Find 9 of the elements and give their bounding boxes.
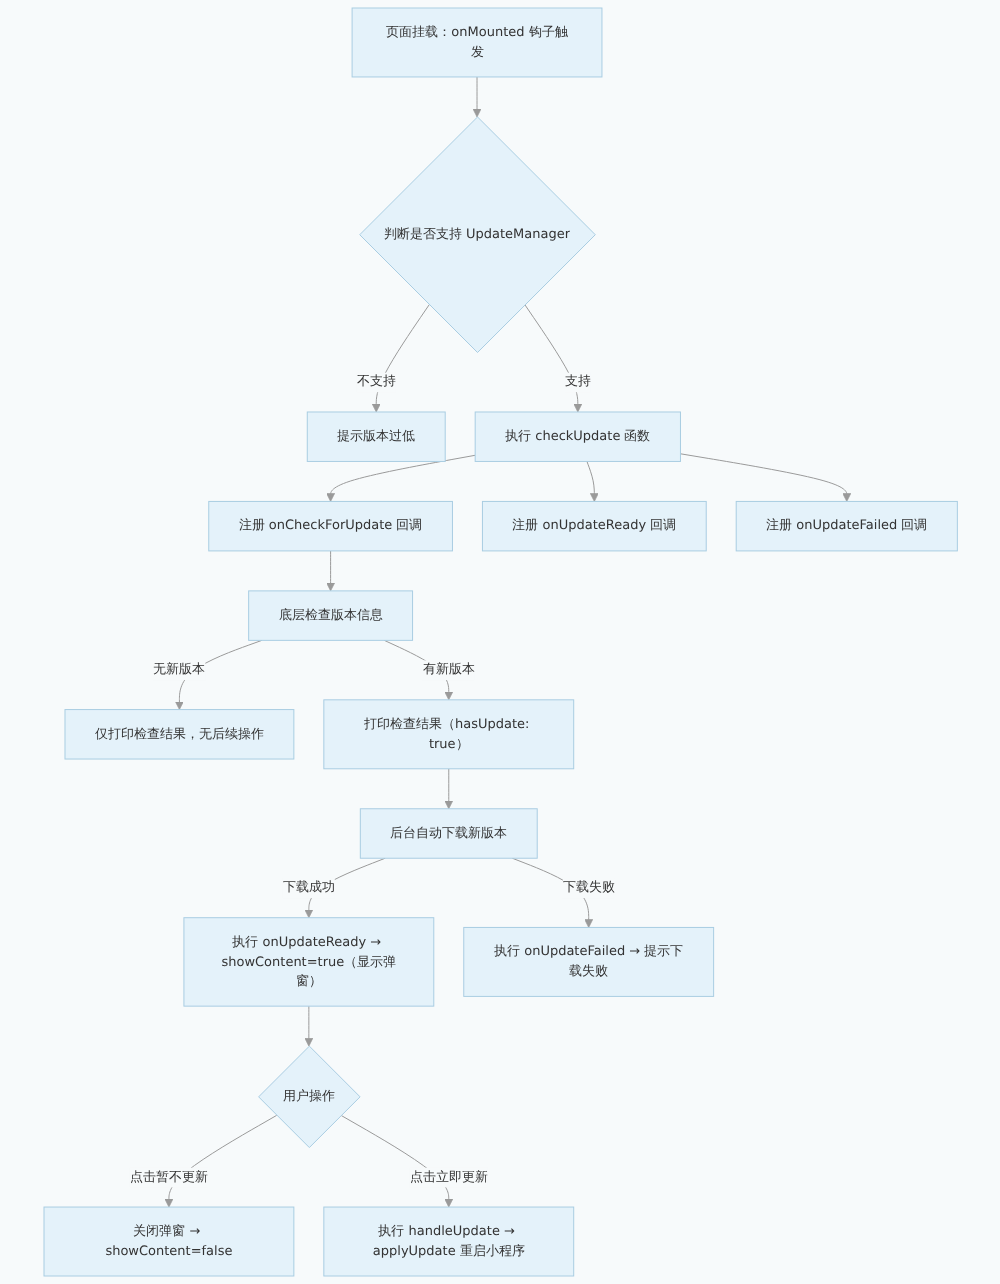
arrow: [679, 453, 851, 502]
arrow: [325, 454, 475, 502]
arrow: [325, 550, 335, 592]
arrow: [523, 304, 582, 413]
arrow: [585, 460, 599, 502]
arrow: [471, 76, 481, 118]
arrow: [303, 1005, 313, 1047]
arrow: [443, 768, 453, 810]
arrow: [371, 304, 430, 413]
